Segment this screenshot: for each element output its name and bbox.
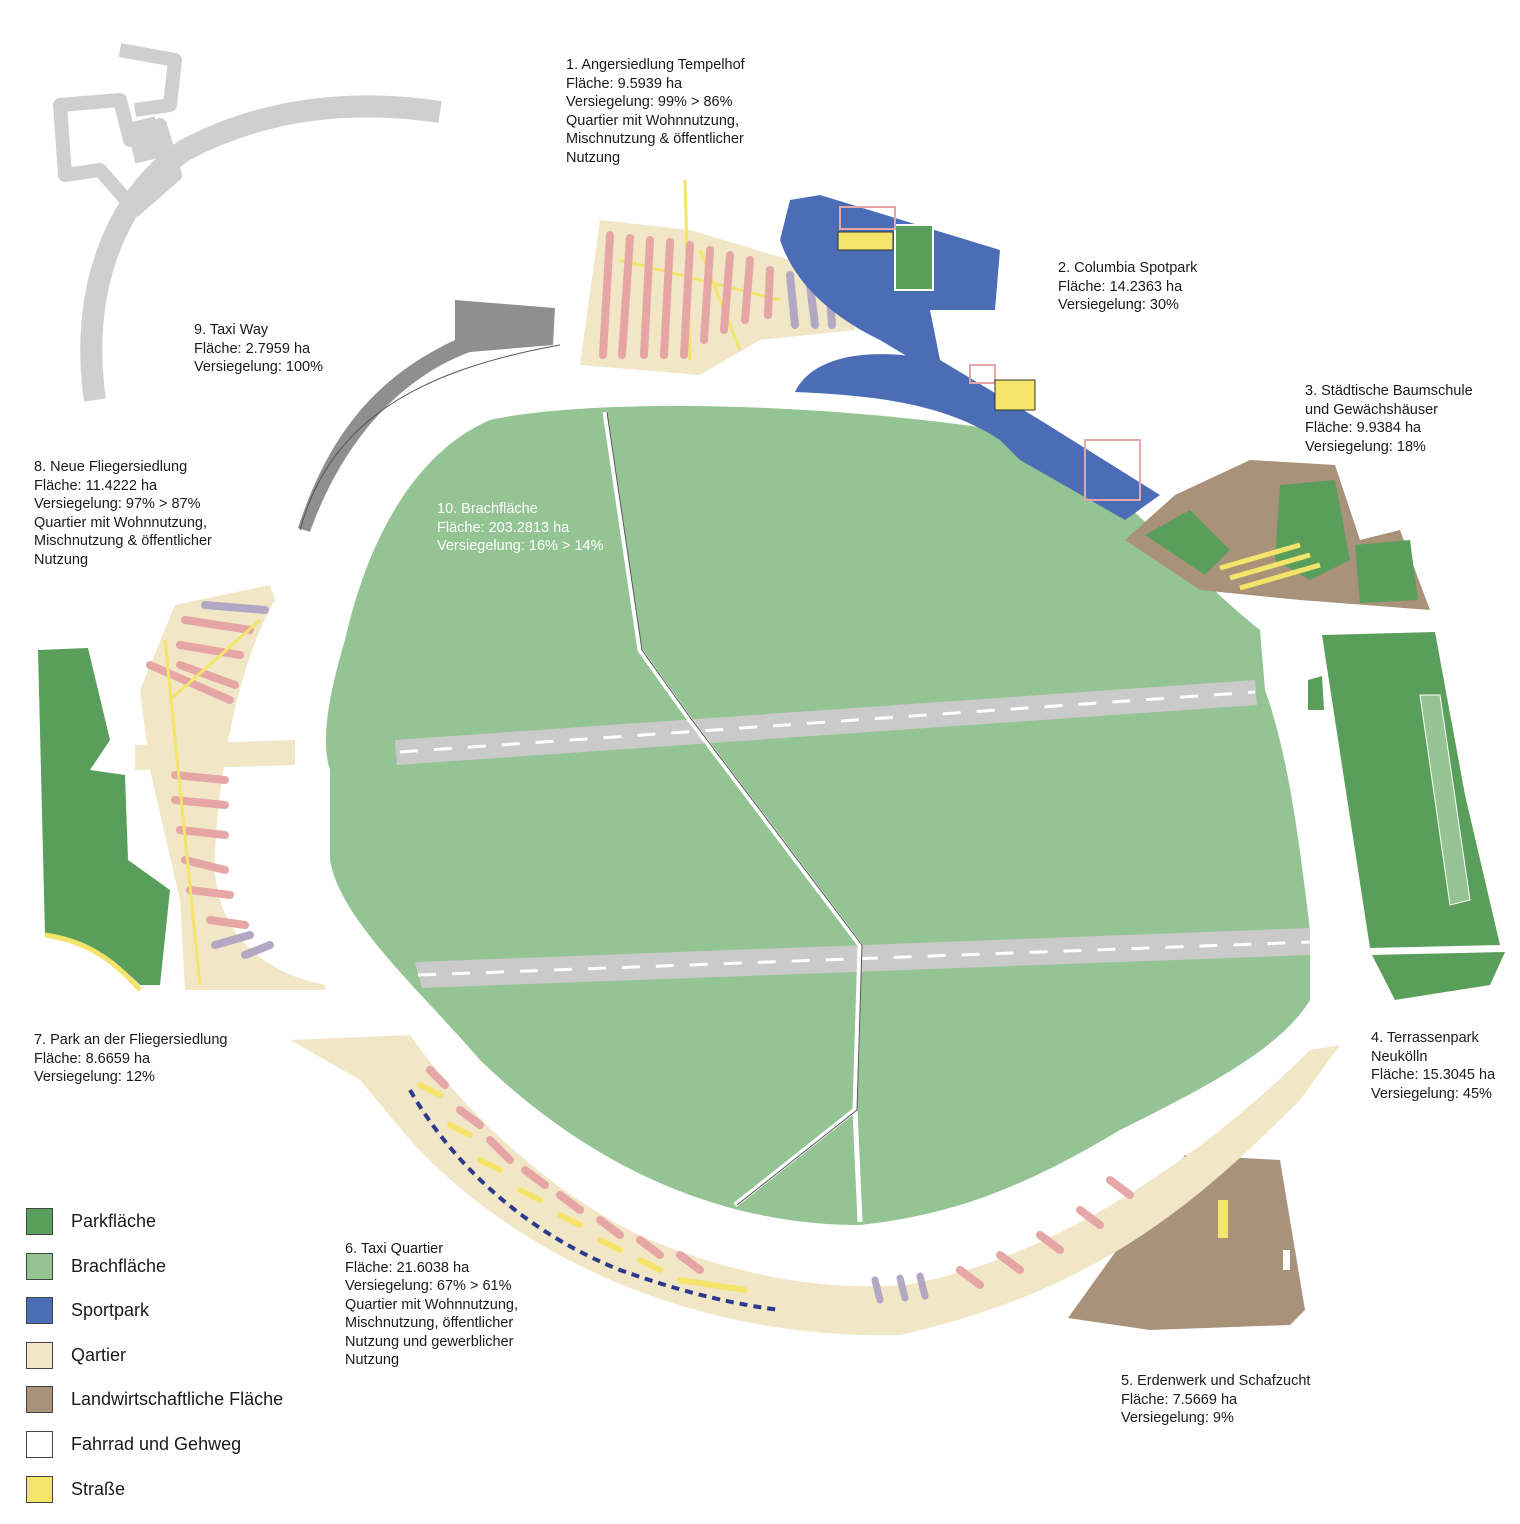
legend-label: Qartier xyxy=(71,1344,127,1365)
park-fliegersiedlung-area xyxy=(38,648,170,992)
erdenwerk-area xyxy=(1068,1155,1305,1330)
footpaths xyxy=(602,411,863,1223)
legend-label: Straße xyxy=(71,1478,126,1499)
legend-swatch xyxy=(26,1386,53,1414)
runways xyxy=(395,680,1311,988)
neue-fliegersiedlung-area xyxy=(135,585,325,990)
legend-swatch xyxy=(26,1341,53,1369)
sportpark-area xyxy=(780,195,1160,520)
legend-swatch xyxy=(26,1252,53,1280)
angersiedlung-area xyxy=(580,179,855,375)
legend-swatch xyxy=(26,1430,53,1458)
legend-label: Landwirtschaftliche Fläche xyxy=(71,1389,284,1410)
legend-swatch xyxy=(26,1208,53,1235)
taxi-quartier-area xyxy=(290,1035,1340,1336)
legend-label: Sportpark xyxy=(71,1300,150,1321)
legend-swatch xyxy=(26,1475,53,1503)
legend-label: Parkfläche xyxy=(71,1211,157,1231)
terminal-building xyxy=(53,43,442,402)
legend-label: Fahrrad und Gehweg xyxy=(71,1433,242,1454)
brachflaeche-area xyxy=(325,406,1310,1225)
taxi-way-area xyxy=(298,300,555,532)
legend-label: Brachfläche xyxy=(71,1255,167,1276)
ring-path xyxy=(299,344,561,531)
baumschule-area xyxy=(1125,460,1430,610)
legend-swatch xyxy=(26,1297,53,1325)
terrassenpark-area xyxy=(1308,632,1505,1000)
